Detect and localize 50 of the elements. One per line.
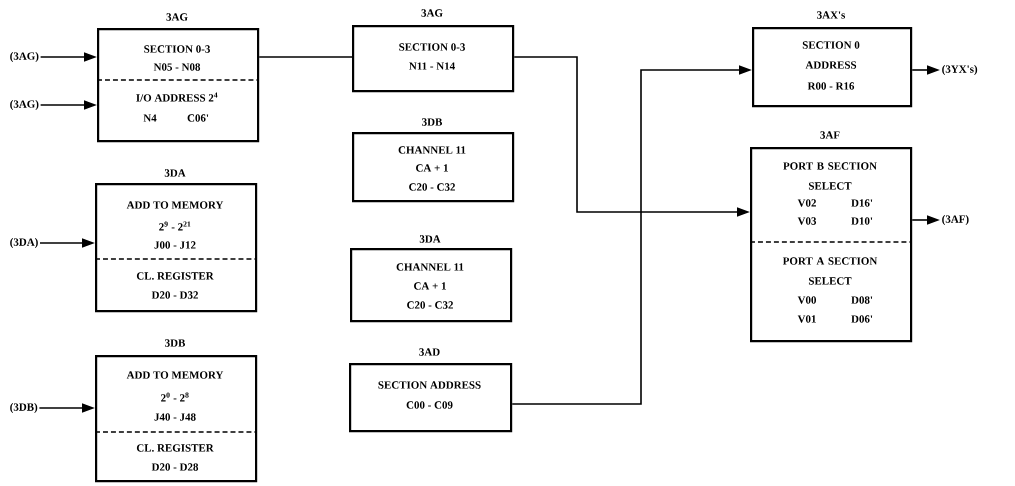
block-box: ADD TO MEMORY 2$^{9}$ - 2$^{21}$ J00 - J12 CL. REGISTER D20 - D32 — [94, 183, 258, 313]
node-label: D20 - D28 — [151, 463, 199, 471]
signal-label: (3AG) — [10, 52, 39, 62]
node-label: D10' — [851, 217, 873, 225]
block-box: SECTION ADDRESS C00 - C09 — [349, 363, 513, 433]
node-label: I/O ADDRESS 2$^{4}$ — [136, 92, 218, 102]
box-heading: 3AG — [166, 13, 188, 21]
node-label: PORT A SECTION SELECT — [782, 257, 878, 285]
box-heading: 3AD — [419, 348, 440, 356]
box-heading: 3AX's — [817, 11, 846, 19]
block-box: SECTION 0 ADDRESS R00 - R16 — [752, 27, 913, 108]
signal-label: (3AG) — [10, 100, 39, 110]
signal-label: (3DB) — [10, 403, 38, 413]
block-box: PORT B SECTION SELECT V02 D16' V03 D10' PORT A SECTION SELECT V00 D08' V01 D06' — [749, 147, 913, 343]
box-heading: 3AF — [820, 131, 840, 139]
signal-label: (3YX's) — [942, 65, 978, 75]
connector-line — [258, 56, 353, 58]
signal-label: (3AF) — [942, 215, 969, 225]
node-label: ADD TO MEMORY — [126, 371, 224, 379]
box-heading: 3DA — [419, 235, 441, 243]
node-label: V03 — [797, 217, 817, 225]
node-label: D16' — [851, 199, 873, 207]
node-label: ADD TO MEMORY — [126, 201, 224, 209]
node-label: CL. REGISTER — [136, 272, 214, 280]
block-box: SECTION 0-3 N11 - N14 — [352, 25, 515, 93]
box-heading: 3DB — [422, 118, 443, 126]
node-label: N05 - N08 — [153, 63, 201, 71]
node-label: SECTION 0-3 — [144, 45, 210, 53]
block-box: ADD TO MEMORY 2$^{0}$ - 2$^{8}$ J40 - J48 CL. REGISTER D20 - D28 — [94, 355, 258, 483]
node-label: 2$^{9}$ - 2$^{21}$ — [159, 221, 191, 231]
node-label: V00 — [797, 296, 817, 304]
node-label: CL. REGISTER — [136, 444, 214, 452]
node-label: PORT B SECTION SELECT — [783, 162, 877, 190]
signal-label: (3DA) — [10, 238, 38, 248]
block-box: SECTION 0-3 N05 - N08 I/O ADDRESS 2$^{4}$ N4 C06' — [96, 28, 260, 143]
box-heading: 3DA — [164, 169, 186, 177]
node-label: J40 - J48 — [154, 413, 196, 421]
node-label: J00 - J12 — [154, 241, 196, 249]
node-label: C06' — [187, 114, 209, 122]
node-label: D06' — [851, 315, 873, 323]
node-label: N4 — [143, 114, 157, 122]
node-label: D08' — [851, 296, 873, 304]
node-label: 2$^{0}$ - 2$^{8}$ — [161, 392, 189, 402]
block-box: CHANNEL 11 CA + 1 C20 - C32 — [350, 248, 513, 323]
box-heading: 3AG — [421, 9, 443, 17]
node-label: D20 - D32 — [151, 291, 198, 299]
node-label: V01 — [797, 315, 816, 323]
box-heading: 3DB — [165, 339, 186, 347]
block-box: CHANNEL 11 CA + 1 C20 - C32 — [352, 132, 515, 203]
node-label: V02 — [797, 199, 816, 207]
